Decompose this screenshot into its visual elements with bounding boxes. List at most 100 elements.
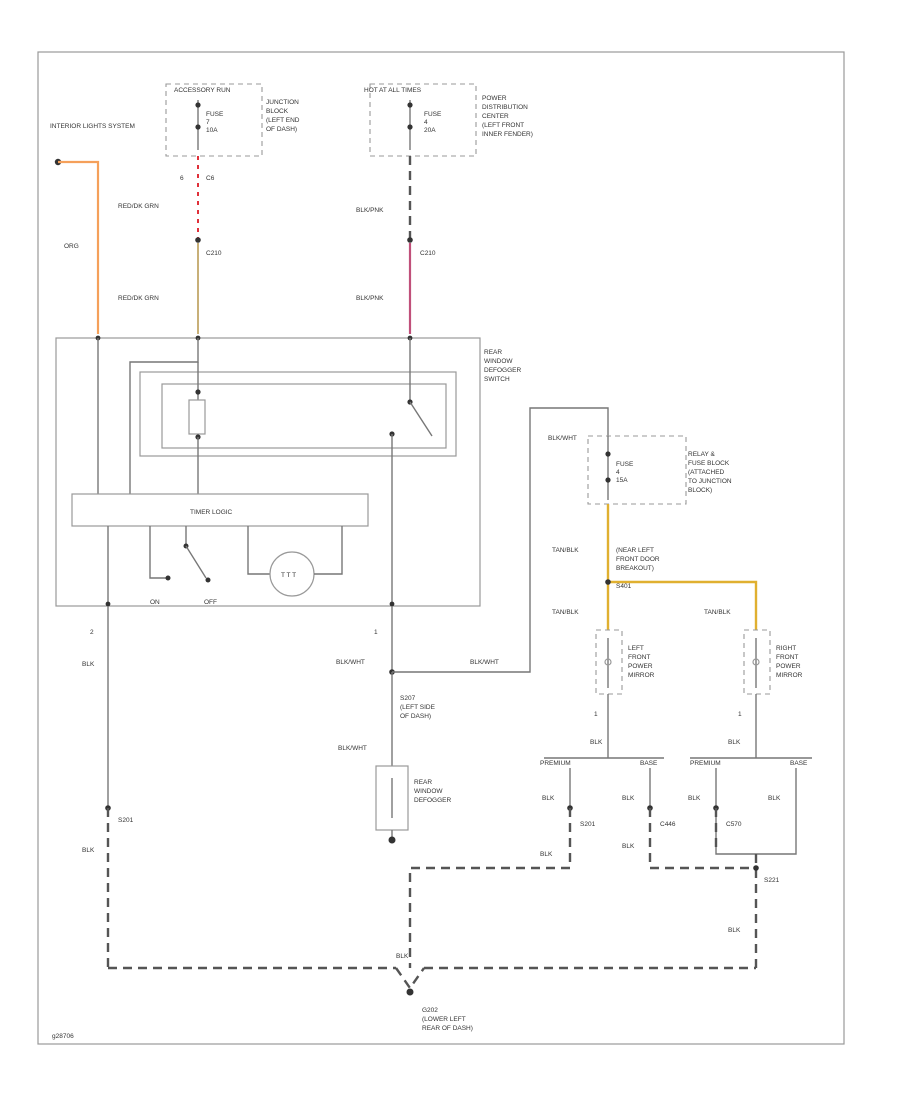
right-mirror-pin: 1 — [738, 711, 742, 718]
blk-wht-to-relay — [392, 407, 609, 673]
timer-motor-lead-left — [247, 526, 270, 575]
diagram-frame — [37, 51, 845, 1045]
c210-left-connector — [195, 237, 201, 243]
fuse-left-terminal-top — [195, 102, 201, 108]
pin-2-label: 2 — [90, 629, 94, 636]
lamp-terminal-top — [195, 389, 201, 395]
fuse-right-amp: 20A — [424, 127, 436, 134]
c210-right-connector — [407, 237, 413, 243]
s401-description: (NEAR LEFT FRONT DOOR BREAKOUT) — [616, 547, 660, 572]
fuse-right-header: HOT AT ALL TIMES — [364, 87, 422, 94]
red-grn-top-label: RED/DK GRN — [118, 203, 159, 210]
svg-text:LEFT: LEFT — [628, 645, 644, 652]
tan-blk-top-label: TAN/BLK — [552, 547, 579, 554]
svg-text:WINDOW: WINDOW — [484, 358, 513, 365]
fuse-left-location: JUNCTION BLOCK (LEFT END OF DASH) — [266, 99, 300, 133]
svg-text:OF DASH): OF DASH) — [266, 126, 297, 133]
svg-text:JUNCTION: JUNCTION — [266, 99, 299, 106]
blk-wht-label-2: BLK/WHT — [470, 659, 499, 666]
s401-label: S401 — [616, 583, 632, 590]
timer-motor-glyph: T T T — [281, 572, 296, 579]
rear-defogger-label: REAR WINDOW DEFOGGER — [414, 779, 452, 804]
base-left-label: BASE — [640, 760, 658, 767]
defogger-switch-block — [55, 337, 481, 607]
c446-label: C446 — [660, 821, 676, 828]
left-mirror-pin: 1 — [594, 711, 598, 718]
svg-text:CENTER: CENTER — [482, 113, 509, 120]
switch-arm — [185, 545, 207, 579]
right-mirror-box — [743, 629, 771, 695]
pin-c6: 6 — [180, 175, 184, 182]
defogger-switch-label: REAR WINDOW DEFOGGER SWITCH — [484, 349, 522, 383]
switch-pin-2 — [105, 601, 111, 607]
svg-text:RIGHT: RIGHT — [776, 645, 796, 652]
c570-label: C570 — [726, 821, 742, 828]
svg-text:POWER: POWER — [482, 95, 507, 102]
on-contact — [165, 575, 171, 581]
fuse-left-amp: 10A — [206, 127, 218, 134]
ign-internal-left — [129, 338, 199, 494]
svg-text:POWER: POWER — [628, 663, 653, 670]
s401-splice — [605, 579, 611, 585]
svg-text:POWER: POWER — [776, 663, 801, 670]
svg-text:FRONT: FRONT — [776, 654, 798, 661]
blk-pnk-top-label: BLK/PNK — [356, 207, 384, 214]
svg-text:(NEAR LEFT: (NEAR LEFT — [616, 547, 654, 554]
s201-right-label: S201 — [580, 821, 596, 828]
blk-center-label: BLK — [396, 953, 409, 960]
right-mirror-blk: BLK — [728, 739, 741, 746]
left-mirror-label: LEFT FRONT POWER MIRROR — [628, 645, 655, 679]
fuse-right-terminal-top — [407, 102, 413, 108]
interior-lights-label: INTERIOR LIGHTS SYSTEM — [50, 123, 135, 130]
org-wire-label: ORG — [64, 243, 79, 250]
right-mirror-label: RIGHT FRONT POWER MIRROR — [776, 645, 803, 679]
relay-fuse-terminal-top — [605, 451, 611, 457]
on-label: ON — [150, 599, 160, 606]
blk-left-top-label: BLK — [82, 661, 95, 668]
svg-text:(LOWER LEFT: (LOWER LEFT — [422, 1016, 466, 1023]
tan-blk-wire-right — [608, 580, 758, 630]
fuse-right-terminal-bottom — [407, 124, 413, 130]
svg-text:MIRROR: MIRROR — [776, 672, 803, 679]
svg-text:OF DASH): OF DASH) — [400, 713, 431, 720]
blk-pnk-bottom-label: BLK/PNK — [356, 295, 384, 302]
timer-logic-label: TIMER LOGIC — [190, 509, 233, 516]
svg-text:RELAY &: RELAY & — [688, 451, 716, 458]
fuse-left-number: 7 — [206, 119, 210, 126]
svg-text:(ATTACHED: (ATTACHED — [688, 469, 725, 476]
blk-a-label: BLK — [542, 795, 555, 802]
blk-g-label: BLK — [728, 927, 741, 934]
figure-id: g28706 — [52, 1033, 74, 1040]
fuse-left-terminal-bottom — [195, 124, 201, 130]
on-contact-line — [149, 526, 166, 579]
svg-text:FRONT DOOR: FRONT DOOR — [616, 556, 660, 563]
left-mirror-motor-symbol — [604, 658, 612, 666]
relay-fuse-label: FUSE — [616, 461, 634, 468]
s221-splice — [753, 865, 759, 871]
pin-1-label: 1 — [374, 629, 378, 636]
blk-b-label: BLK — [622, 795, 635, 802]
s201-left-label: S201 — [118, 817, 134, 824]
premium-right-label: PREMIUM — [690, 760, 721, 767]
defogger-ground — [388, 836, 396, 844]
svg-text:(LEFT END: (LEFT END — [266, 117, 300, 124]
svg-text:MIRROR: MIRROR — [628, 672, 655, 679]
svg-text:TO JUNCTION: TO JUNCTION — [688, 478, 732, 485]
c210-right-label: C210 — [420, 250, 436, 257]
g202-ground — [406, 988, 414, 996]
indicator-lamp — [188, 399, 206, 435]
svg-text:REAR: REAR — [484, 349, 502, 356]
off-contact — [205, 577, 211, 583]
tan-blk-left-label: TAN/BLK — [552, 609, 579, 616]
timer-logic-box — [71, 493, 369, 527]
g202-junction — [395, 967, 425, 991]
svg-text:INNER FENDER): INNER FENDER) — [482, 131, 533, 138]
s207-label: S207 — [400, 695, 416, 702]
org-wire — [58, 160, 100, 334]
svg-text:FUSE BLOCK: FUSE BLOCK — [688, 460, 730, 467]
blk-left-bottom-label: BLK — [82, 847, 95, 854]
left-mirror-box — [595, 629, 623, 695]
g202-description: (LOWER LEFT REAR OF DASH) — [422, 1016, 473, 1032]
svg-text:(LEFT FRONT: (LEFT FRONT — [482, 122, 524, 129]
